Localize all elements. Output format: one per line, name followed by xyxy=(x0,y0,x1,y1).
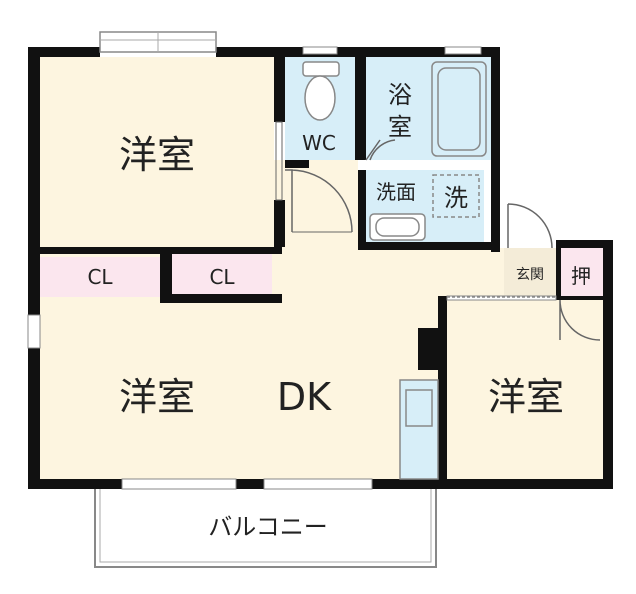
wall-wash-bottom xyxy=(358,242,500,250)
wall-bottom-a xyxy=(28,479,122,489)
washer-area xyxy=(432,174,480,218)
closet-right-floor xyxy=(172,254,272,294)
label-entrance: 玄関 xyxy=(516,266,544,283)
door-entrance xyxy=(507,203,553,249)
room-floor-western-top xyxy=(40,57,274,247)
floor-areas xyxy=(40,57,603,479)
labels: 洋室 洋室 DK 洋室 WC 浴 室 洗面 洗 CL CL 玄関 押 バルコニー xyxy=(87,81,591,541)
walls xyxy=(28,47,613,489)
label-bath-1: 浴 xyxy=(388,81,412,109)
storage-floor xyxy=(560,248,603,296)
label-western-room-top: 洋室 xyxy=(119,133,195,177)
wall-left-upper xyxy=(28,47,40,315)
closet-left-floor xyxy=(40,257,160,297)
wall-closet-divider xyxy=(160,254,172,303)
toilet-bowl xyxy=(304,75,336,121)
window-bath xyxy=(444,46,482,55)
wall-bottom-b xyxy=(236,479,264,489)
wall-bottom-c xyxy=(372,479,612,489)
wall-right-outer xyxy=(603,240,613,489)
label-closet-left: CL xyxy=(87,265,113,289)
door-right-room xyxy=(559,299,601,341)
window-right-room-top xyxy=(446,295,557,301)
wall-kitchen-block xyxy=(418,328,438,370)
wall-closet-bottom xyxy=(160,294,282,303)
label-bath-2: 室 xyxy=(388,113,412,141)
wall-right-top xyxy=(556,240,613,248)
label-washer: 洗 xyxy=(444,184,468,212)
wall-below-wc xyxy=(285,160,309,168)
window-bottom-b xyxy=(263,478,373,490)
window-bottom-a xyxy=(121,478,237,490)
label-western-room-right: 洋室 xyxy=(488,375,564,419)
fixtures xyxy=(302,61,556,480)
wall-left-lower xyxy=(28,348,40,489)
label-storage: 押 xyxy=(571,264,591,288)
balcony-rail-inner xyxy=(99,487,432,563)
toilet-tank xyxy=(302,61,340,77)
balcony-rail xyxy=(94,487,437,568)
label-dk: DK xyxy=(277,375,332,419)
label-closet-right: CL xyxy=(209,265,235,289)
wall-top-right xyxy=(216,47,292,57)
wall-right-room-left xyxy=(438,296,447,479)
wall-wet-right xyxy=(491,47,500,252)
hall-floor-2 xyxy=(358,248,504,298)
wall-wc-bath xyxy=(355,57,366,160)
room-floor-western-right xyxy=(447,299,603,479)
label-washroom: 洗面 xyxy=(376,180,416,204)
label-western-room-bottom: 洋室 xyxy=(119,375,195,419)
wall-top-room-right-a xyxy=(274,57,285,122)
door-washroom xyxy=(365,139,396,161)
bathtub-inner xyxy=(437,67,481,151)
wall-storage-bottom xyxy=(556,296,603,300)
wall-top-left xyxy=(28,47,100,57)
entrance-floor xyxy=(504,248,556,298)
door-top-room xyxy=(285,169,353,233)
doors xyxy=(275,121,601,341)
balcony xyxy=(94,487,437,568)
windows xyxy=(27,31,557,490)
wall-top-room-right-b xyxy=(274,200,285,247)
window-left xyxy=(27,314,41,349)
wall-top-room-bottom xyxy=(40,247,282,254)
window-wc xyxy=(302,46,338,55)
label-wc: WC xyxy=(302,131,336,155)
wall-wash-left xyxy=(358,170,366,250)
kitchen-sink xyxy=(405,389,433,427)
wall-storage-left xyxy=(556,248,561,298)
washbasin-bowl xyxy=(375,217,420,237)
closet-door-left xyxy=(275,121,283,201)
wall-top-wet xyxy=(280,47,500,57)
label-balcony: バルコニー xyxy=(208,513,328,541)
